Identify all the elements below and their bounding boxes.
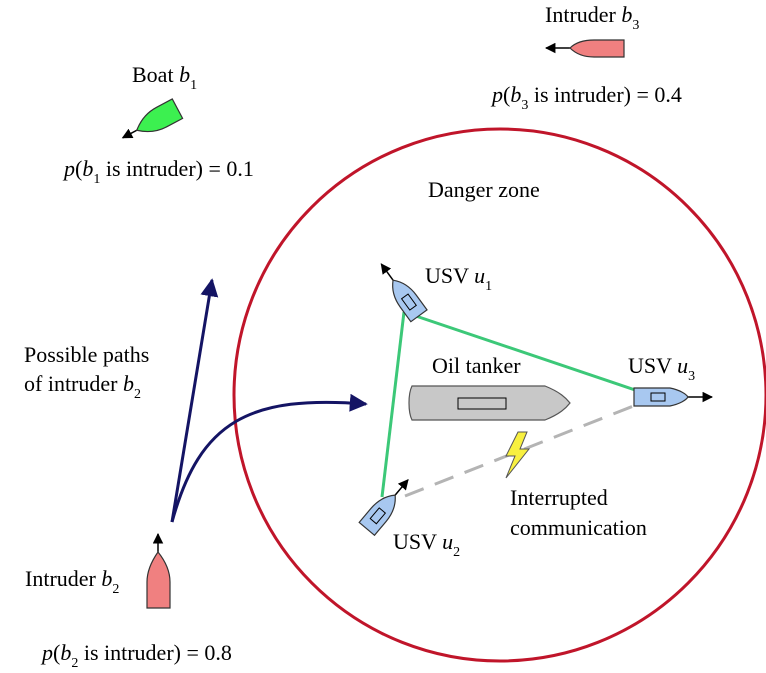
intruder-b2-probability: p(b2 is intruder) = 0.8: [40, 640, 232, 671]
broken-link-u2-u3: [404, 403, 637, 498]
comm-link-u1-u2: [380, 311, 406, 498]
intruder-b2-label: Intruder b2: [25, 566, 119, 597]
lightning-icon: [505, 431, 531, 479]
boat-b1-icon: [121, 98, 184, 139]
intruder-b3-probability: p(b3 is intruder) = 0.4: [490, 82, 682, 113]
usv-u1-label: USV u1: [425, 263, 492, 294]
oil-tanker-label: Oil tanker: [432, 353, 521, 378]
usv-u2-label: USV u2: [393, 529, 460, 560]
usv-u3-label: USV u3: [628, 353, 695, 384]
danger-zone-circle: [232, 127, 766, 663]
oil-tanker-icon: [408, 385, 571, 421]
interrupted-communication-label: Interrupted communication: [510, 485, 647, 540]
boat-b1-probability: p(b1 is intruder) = 0.1: [62, 156, 254, 187]
usv-u1-icon: [380, 263, 428, 323]
danger-zone-label: Danger zone: [428, 177, 540, 202]
possible-paths-label: Possible paths of intruder b2: [24, 342, 155, 402]
comm-link-u1-u3: [403, 310, 651, 397]
path-straight-arrow: [170, 278, 219, 523]
boat-b1-label: Boat b1: [132, 62, 197, 93]
intruder-b3-icon: [544, 39, 625, 58]
usv-u3-icon: [633, 387, 714, 407]
intruder-b3-label: Intruder b3: [545, 2, 639, 33]
usv-u2-icon: [358, 479, 409, 537]
path-curved-arrow: [170, 393, 368, 523]
intruder-b2-icon: [146, 532, 171, 609]
